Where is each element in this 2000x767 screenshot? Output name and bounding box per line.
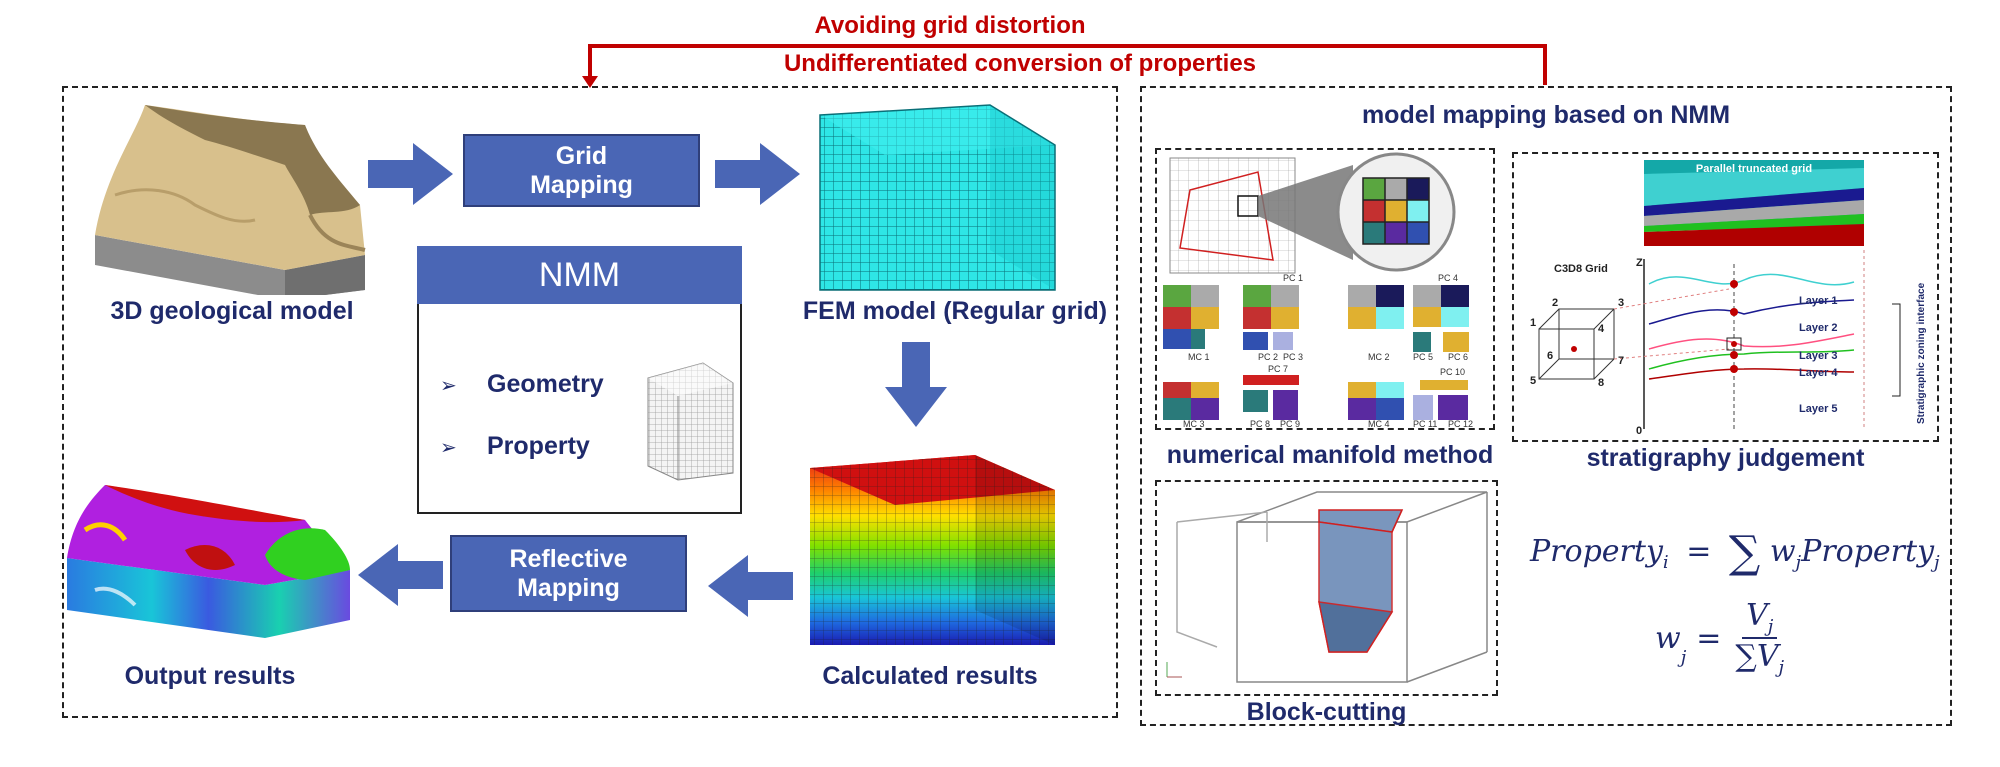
layer-3-label: Layer 3 — [1799, 350, 1838, 362]
geo-model-label: 3D geological model — [110, 297, 354, 325]
calculated-results-label: Calculated results — [822, 662, 1038, 690]
f1-w: w — [1769, 534, 1796, 569]
calculated-cube-image — [810, 455, 1055, 645]
strat-caption: stratigraphy judgement — [1586, 444, 1865, 472]
arrow-left-2 — [358, 544, 443, 606]
mc-label-1: MC 1 — [1188, 352, 1210, 362]
pc-label-1: PC 1 — [1283, 273, 1303, 283]
f2-den-sum: ∑ — [1735, 639, 1757, 674]
workflow-frame — [62, 86, 1118, 718]
small-mesh-cube-image — [647, 362, 734, 481]
f2-num-sub: j — [1767, 616, 1774, 637]
node-2: 2 — [1552, 297, 1558, 309]
f2-num: V — [1746, 598, 1768, 633]
z-axis-label: Z — [1636, 257, 1643, 269]
nmm-bullet-1: ➢ — [440, 375, 457, 397]
pc-label-4: PC 4 — [1438, 273, 1458, 283]
stratigraphic-interface-label: Stratigraphic zoning interface — [1916, 282, 1927, 424]
feedback-line-2: Undifferentiated conversion of propertie… — [783, 50, 1257, 77]
node-5: 5 — [1530, 375, 1536, 387]
fem-model-label: FEM model (Regular grid) — [802, 297, 1108, 325]
feedback-line-1: Avoiding grid distortion — [814, 12, 1086, 39]
nmm-title: NMM — [417, 246, 742, 304]
right-panel-title: model mapping based on NMM — [1361, 101, 1731, 129]
f1-rhs-sub: j — [1934, 552, 1940, 573]
nmm-bullet-2: ➢ — [440, 437, 457, 459]
node-4: 4 — [1598, 323, 1605, 335]
output-results-label: Output results — [124, 662, 296, 690]
arrow-right-1 — [368, 143, 453, 205]
pc-label-11: PC 11 — [1413, 419, 1437, 428]
mc-label-4: MC 4 — [1368, 419, 1390, 428]
mc-label-3: MC 3 — [1183, 419, 1205, 428]
f2-w-sub: j — [1680, 647, 1687, 668]
pc-label-3: PC 3 — [1283, 352, 1303, 362]
f2-den: V — [1756, 639, 1779, 674]
block-caption: Block-cutting — [1246, 698, 1407, 726]
nmm-diagram: PC 1 PC 4 MC 1 PC 2 PC 3 MC 2 PC 5 PC 6 … — [1163, 152, 1473, 428]
pc-label-10: PC 10 — [1440, 367, 1465, 377]
pc-label-2: PC 2 — [1258, 352, 1278, 362]
f1-lhs-sub: i — [1662, 552, 1669, 573]
layer-4-label: Layer 4 — [1799, 367, 1838, 379]
layer-2-label: Layer 2 — [1799, 322, 1838, 334]
f1-lhs: Property — [1530, 534, 1663, 569]
arrow-down — [885, 342, 947, 427]
c3d8-label: C3D8 Grid — [1554, 263, 1608, 275]
pc-label-7: PC 7 — [1268, 364, 1288, 374]
node-1: 1 — [1530, 317, 1536, 329]
fem-cube-image — [819, 104, 1056, 291]
f1-w-sub: j — [1795, 552, 1802, 573]
pc-label-8: PC 8 — [1250, 419, 1270, 428]
f1-sum: ∑ — [1728, 527, 1761, 578]
layer-5-label: Layer 5 — [1799, 403, 1838, 415]
geological-model-image — [95, 105, 366, 295]
output-results-image — [67, 485, 350, 638]
node-7: 7 — [1618, 355, 1624, 367]
block-subpanel — [1155, 480, 1498, 696]
f2-eq: = — [1696, 620, 1722, 656]
origin-label: 0 — [1636, 425, 1642, 437]
block-cutting-diagram — [1166, 491, 1488, 683]
f2-w: w — [1655, 620, 1681, 656]
node-6: 6 — [1547, 350, 1553, 362]
arrow-right-2 — [715, 143, 800, 205]
nmm-item-property: Property — [487, 432, 590, 460]
strat-diagram: Parallel truncated grid Z 0 Layer 1 Laye… — [1530, 160, 1927, 437]
arrow-left-1 — [708, 555, 793, 617]
layer-1-label: Layer 1 — [1799, 295, 1838, 307]
nmm-caption: numerical manifold method — [1166, 441, 1494, 469]
pc-label-6: PC 6 — [1448, 352, 1468, 362]
formula-1: Propertyi = ∑ wjPropertyj — [1530, 527, 1940, 578]
pc-label-5: PC 5 — [1413, 352, 1433, 362]
node-3: 3 — [1618, 297, 1624, 309]
nmm-box — [417, 304, 742, 514]
parallel-grid-title: Parallel truncated grid — [1696, 163, 1812, 175]
nmm-subpanel — [1155, 148, 1495, 430]
f1-rhs: Property — [1801, 534, 1935, 569]
nmm-item-geometry: Geometry — [487, 370, 604, 398]
strat-subpanel — [1512, 152, 1939, 442]
node-8: 8 — [1598, 377, 1604, 389]
right-panel-frame — [1140, 86, 1952, 726]
f2-den-sub: j — [1778, 657, 1785, 678]
pc-label-9: PC 9 — [1280, 419, 1300, 428]
mc-label-2: MC 2 — [1368, 352, 1390, 362]
f1-eq: = — [1686, 534, 1712, 569]
pc-label-12: PC 12 — [1448, 419, 1473, 428]
